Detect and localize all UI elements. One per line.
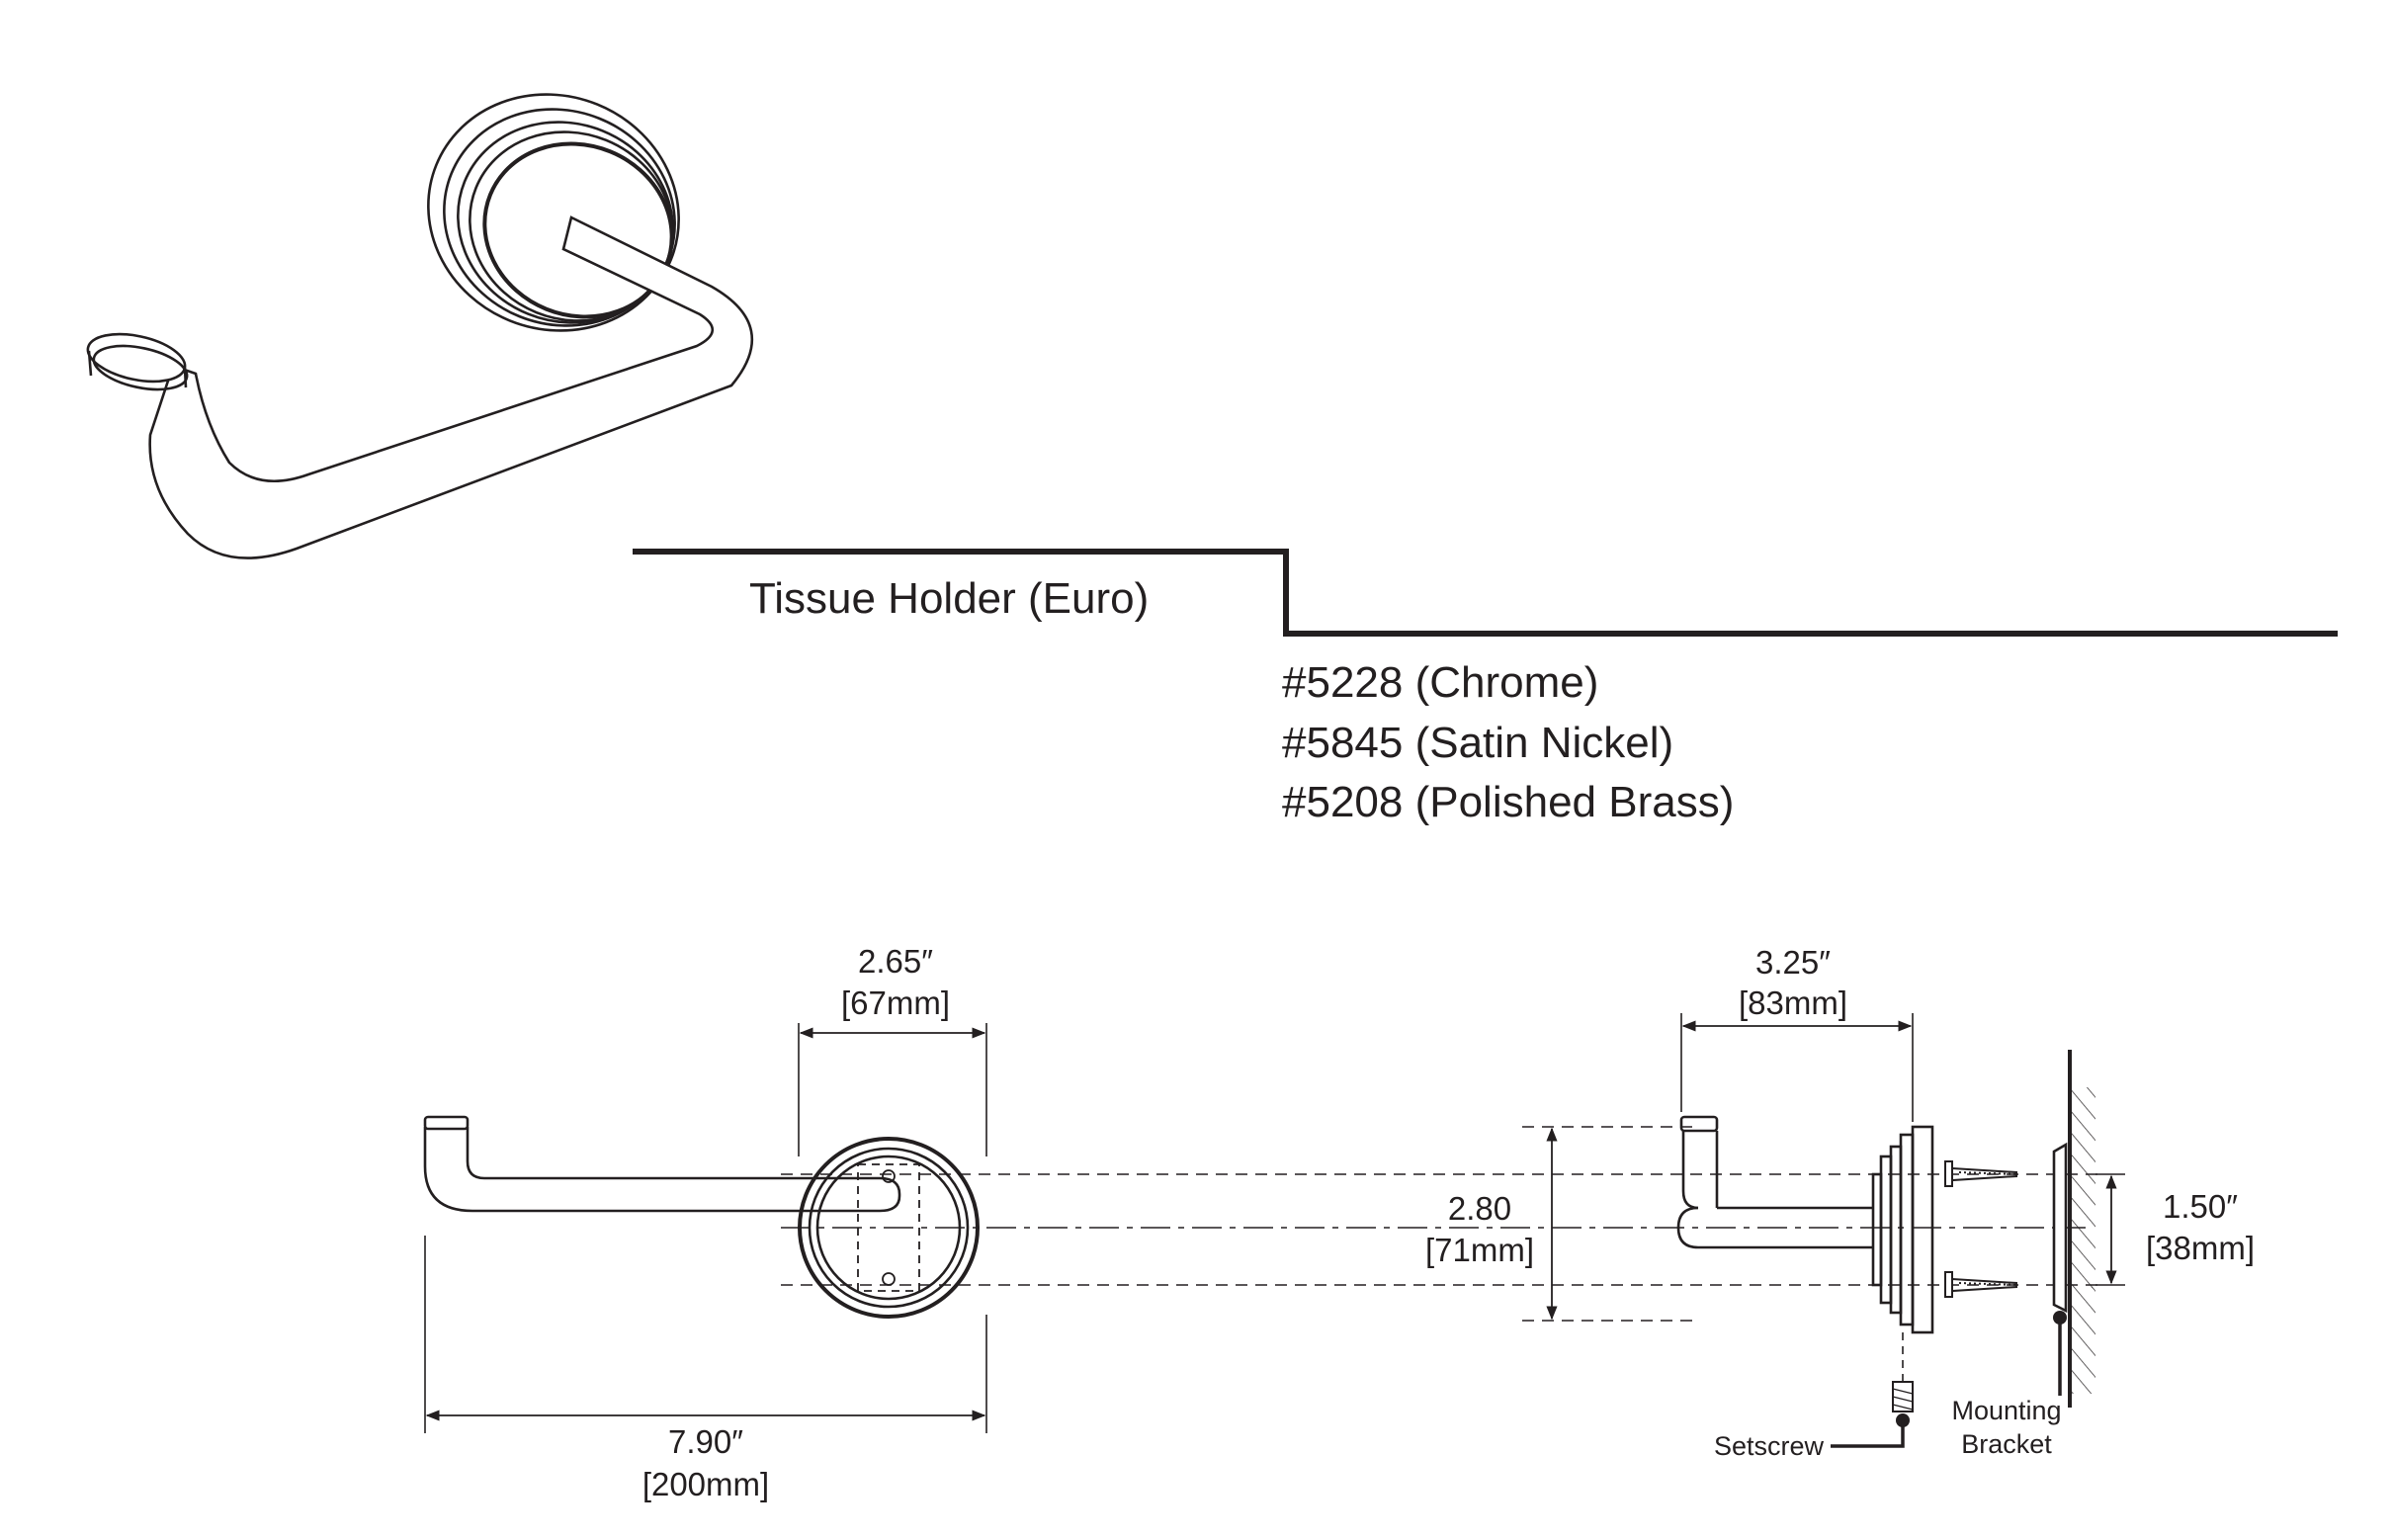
dim-rose-width-metric: [67mm]: [841, 984, 950, 1021]
side-post: [1676, 1115, 1873, 1249]
dim-screw-spacing: 1.50″ [38mm]: [2095, 1173, 2255, 1286]
dim-projection-imperial: 3.25″: [1755, 944, 1831, 981]
alignment-lines: [781, 1126, 2105, 1322]
wall-hatch: [2072, 1087, 2095, 1394]
dim-height-metric: [71mm]: [1425, 1232, 1534, 1268]
finish-polished-brass: #5208 (Polished Brass): [1282, 778, 1734, 826]
dim-screw-spacing-imperial: 1.50″: [2163, 1188, 2238, 1225]
end-cap: [86, 332, 189, 391]
side-flange: [1871, 1125, 1934, 1334]
dim-height: 2.80 [71mm]: [1425, 1127, 1558, 1321]
mounting-bracket: [2052, 1142, 2068, 1314]
callout-mounting-bracket: Mounting Bracket: [1951, 1311, 2067, 1459]
screws: [1944, 1160, 2019, 1298]
dim-projection: 3.25″ [83mm]: [1680, 944, 1914, 1122]
product-title: Tissue Holder (Euro): [749, 574, 1149, 623]
dim-screw-spacing-metric: [38mm]: [2146, 1230, 2255, 1266]
dim-rose-width: 2.65″ [67mm]: [798, 943, 987, 1156]
finish-chrome: #5228 (Chrome): [1282, 658, 1598, 707]
title-rule: [633, 549, 2338, 637]
front-arm: [423, 1115, 880, 1213]
bracket-label-line1: Mounting: [1951, 1396, 2061, 1425]
bracket-label-line2: Bracket: [1961, 1429, 2052, 1459]
isometric-view: [86, 93, 754, 559]
dim-projection-metric: [83mm]: [1739, 984, 1847, 1021]
side-view: [1676, 1050, 2095, 1408]
dim-overall-length: 7.90″ [200mm]: [424, 1236, 987, 1502]
rose-rings: [427, 93, 680, 332]
front-view: [423, 1115, 980, 1319]
dim-rose-width-imperial: 2.65″: [858, 943, 933, 980]
arm-tube: [148, 215, 754, 559]
dim-overall-length-metric: [200mm]: [642, 1466, 769, 1502]
callout-setscrew: Setscrew: [1714, 1332, 1914, 1461]
dim-height-imperial: 2.80: [1448, 1190, 1511, 1227]
setscrew-label: Setscrew: [1714, 1431, 1825, 1461]
dim-overall-length-imperial: 7.90″: [668, 1423, 743, 1460]
title-block: Tissue Holder (Euro) #5228 (Chrome) #584…: [633, 549, 2338, 826]
finish-satin-nickel: #5845 (Satin Nickel): [1282, 719, 1673, 767]
